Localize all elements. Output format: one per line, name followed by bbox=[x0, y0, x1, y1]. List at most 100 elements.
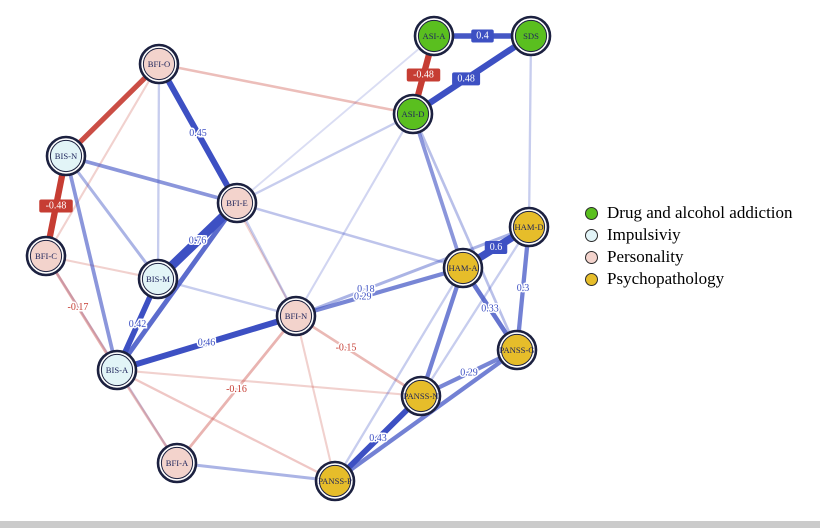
node-fill bbox=[100, 353, 134, 387]
node-fill bbox=[160, 446, 194, 480]
legend-label-addiction: Drug and alcohol addiction bbox=[607, 203, 793, 222]
edge-label-box bbox=[406, 68, 441, 82]
graph-edge-BIS-A-PANSS-P bbox=[115, 368, 337, 483]
legend-item-impulsivity: Impulsiviy bbox=[585, 224, 793, 246]
graph-edge-BIS-N-BFI-E bbox=[64, 154, 239, 205]
node-label: BFI-E bbox=[226, 198, 247, 208]
graph-edge-BFI-E-BFI-N bbox=[235, 201, 298, 318]
graph-edge-HAM-A-PANSS-N bbox=[418, 265, 466, 399]
node-fill bbox=[417, 19, 451, 53]
legend-dot-personality-icon bbox=[585, 250, 598, 264]
node-label: SDS bbox=[523, 31, 539, 41]
node-label: HAM-A bbox=[448, 263, 478, 273]
edge-label-box bbox=[471, 29, 494, 43]
graph-edge-HAM-A-PANSS-P bbox=[333, 266, 465, 483]
node-label: HAM-D bbox=[514, 222, 543, 232]
edge-weight-label: -0.16 bbox=[226, 384, 247, 395]
legend-item-personality: Personality bbox=[585, 246, 793, 268]
graph-node-BIS-M: BIS-M bbox=[137, 258, 179, 300]
node-label: PANSS-G bbox=[499, 345, 534, 355]
graph-edge-BIS-N-BIS-A bbox=[64, 154, 119, 372]
node-fill bbox=[396, 97, 430, 131]
edge-weight-label: 0.42 bbox=[129, 319, 147, 330]
graph-edge-HAM-D-PANSS-G bbox=[514, 224, 532, 353]
node-fill bbox=[279, 299, 313, 333]
graph-edge-BFI-O-BIS-M bbox=[156, 62, 161, 281]
legend-dot-psychopathology-icon bbox=[585, 272, 598, 286]
node-label: ASI-D bbox=[402, 109, 425, 119]
node-fill bbox=[318, 464, 352, 498]
graph-node-ASI-D: ASI-D bbox=[392, 93, 434, 135]
graph-node-PANSS-G: PANSS-G bbox=[496, 329, 538, 371]
graph-node-SDS: SDS bbox=[510, 15, 552, 57]
graph-node-PANSS-P: PANSS-P bbox=[314, 460, 356, 502]
node-fill bbox=[514, 19, 548, 53]
node-label: ASI-A bbox=[423, 31, 447, 41]
node-label: BFI-C bbox=[35, 251, 57, 261]
edge-weight-label: 0.76 bbox=[189, 236, 207, 247]
edge-weight-label: 0.43 bbox=[369, 433, 387, 444]
graph-node-BIS-A: BIS-A bbox=[96, 349, 138, 391]
page-bottom-edge bbox=[0, 521, 820, 528]
graph-node-PANSS-N: PANSS-N bbox=[400, 375, 442, 417]
node-fill bbox=[404, 379, 438, 413]
legend-label-psychopathology: Psychopathology bbox=[607, 269, 725, 288]
graph-edge-BFI-E-ASI-A bbox=[236, 35, 435, 204]
edge-label-box bbox=[452, 72, 481, 86]
graph-edge-BIS-M-BFI-N bbox=[156, 277, 298, 318]
node-fill bbox=[141, 262, 175, 296]
edge-weight-label: 0.6 bbox=[490, 242, 503, 253]
node-label: BFI-A bbox=[166, 458, 189, 468]
graph-node-BFI-E: BFI-E bbox=[216, 182, 258, 224]
graph-node-BFI-O: BFI-O bbox=[138, 43, 180, 85]
legend-dot-impulsivity-icon bbox=[585, 228, 598, 242]
graph-edge-BFI-O-BIS-N bbox=[63, 61, 162, 159]
graph-edge-BFI-O-ASI-D bbox=[157, 62, 415, 116]
node-fill bbox=[220, 186, 254, 220]
graph-edge-BFI-O-BFI-C bbox=[44, 62, 161, 258]
graph-node-HAM-D: HAM-D bbox=[508, 206, 550, 248]
graph-edge-BIS-A-PANSS-N bbox=[115, 368, 423, 398]
graph-edge-BFI-N-BFI-A bbox=[175, 314, 298, 465]
edge-weight-label: -0.17 bbox=[68, 302, 89, 313]
edge-weight-label: -0.48 bbox=[413, 70, 434, 81]
edge-label-box bbox=[39, 199, 73, 213]
legend-dot-addiction-icon bbox=[585, 206, 598, 220]
graph-edge-BFI-N-PANSS-N bbox=[294, 314, 423, 398]
legend-label-personality: Personality bbox=[607, 247, 684, 266]
graph-edge-ASI-D-PANSS-G bbox=[411, 112, 519, 352]
graph-edge-ASI-D-BFI-E bbox=[235, 112, 415, 205]
edge-weight-label: 0.45 bbox=[189, 128, 207, 139]
graph-node-HAM-A: HAM-A bbox=[442, 247, 484, 289]
graph-edge-SDS-HAM-D bbox=[527, 34, 533, 229]
node-label: BIS-A bbox=[106, 365, 129, 375]
node-fill bbox=[500, 333, 534, 367]
edge-weight-label: -0.48 bbox=[46, 201, 67, 212]
graph-edge-BFI-E-HAM-A bbox=[235, 201, 465, 270]
edge-weight-label: 0.46 bbox=[198, 338, 216, 349]
node-fill bbox=[49, 139, 83, 173]
edge-weight-label: 0.48 bbox=[457, 73, 475, 84]
graph-node-BFI-N: BFI-N bbox=[275, 295, 317, 337]
edge-weight-label: -0.15 bbox=[336, 343, 357, 354]
graph-edge-ASI-D-HAM-A bbox=[411, 112, 465, 270]
node-label: BIS-M bbox=[146, 274, 170, 284]
node-label: PANSS-N bbox=[403, 391, 439, 401]
legend: Drug and alcohol addiction Impulsiviy Pe… bbox=[585, 202, 793, 290]
graph-edge-BIS-A-BFI-N bbox=[113, 312, 300, 374]
graph-edge-BFI-O-BFI-E bbox=[156, 61, 240, 206]
edge-weight-label: 0.4 bbox=[476, 31, 489, 42]
node-fill bbox=[512, 210, 546, 244]
node-fill bbox=[142, 47, 176, 81]
graph-edge-BFI-C-BIS-A bbox=[44, 254, 119, 372]
legend-item-addiction: Drug and alcohol addiction bbox=[585, 202, 793, 224]
legend-item-psychopathology: Psychopathology bbox=[585, 268, 793, 290]
edge-weight-label: 0.18 bbox=[357, 284, 375, 295]
graph-edge-BFI-N-HAM-A bbox=[293, 265, 466, 319]
graph-edge-BIS-N-BIS-M bbox=[64, 154, 160, 281]
graph-node-ASI-A: ASI-A bbox=[413, 15, 455, 57]
node-fill bbox=[29, 239, 63, 273]
legend-label-impulsivity: Impulsiviy bbox=[607, 225, 681, 244]
edge-weight-label: 0.29 bbox=[354, 291, 372, 302]
